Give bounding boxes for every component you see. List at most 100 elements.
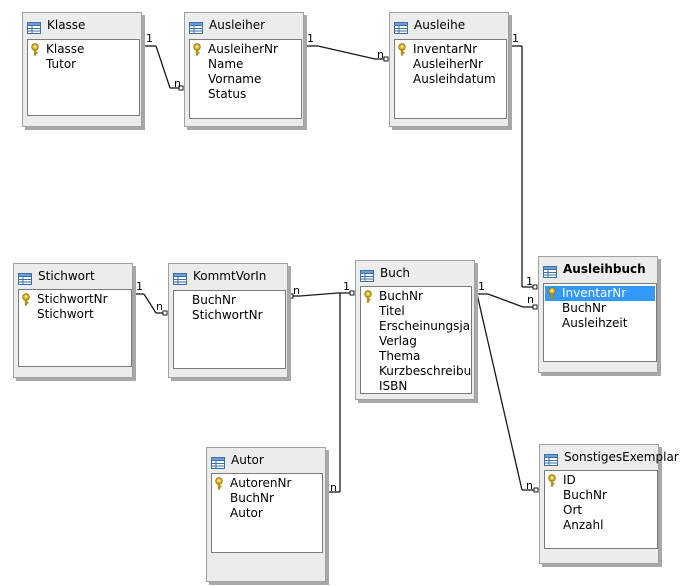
field-stichwort[interactable]: Stichwort — [19, 307, 131, 322]
field-name: BuchNr — [563, 488, 607, 502]
field-stichwortnr[interactable]: StichwortNr — [19, 292, 131, 307]
cardinality-label: 1 — [512, 32, 519, 45]
relation-line-2[interactable] — [304, 45, 389, 62]
cardinality-label: 1 — [146, 32, 153, 45]
primary-key-icon — [21, 293, 31, 306]
cardinality-label: n — [330, 481, 337, 494]
table-icon — [543, 263, 557, 278]
field-verlag[interactable]: Verlag — [361, 334, 471, 349]
relation-line-7[interactable] — [475, 293, 538, 310]
field-ausleihdatum[interactable]: Ausleihdatum — [395, 72, 506, 87]
table-title: Ausleihbuch — [563, 262, 646, 276]
field-name: Thema — [379, 349, 421, 363]
field-autor[interactable]: Autor — [212, 506, 322, 521]
table-icon — [18, 270, 32, 285]
field-buchnr[interactable]: BuchNr — [361, 289, 471, 304]
table-header[interactable]: Buch — [360, 263, 472, 283]
table-header[interactable]: KommtVorIn — [173, 266, 285, 286]
field-buchnr[interactable]: BuchNr — [174, 293, 285, 308]
field-inventarnr[interactable]: InventarNr — [395, 42, 506, 57]
table-title: Stichwort — [38, 269, 95, 283]
field-name: AusleiherNr — [413, 57, 483, 71]
primary-key-icon — [30, 43, 40, 56]
field-ausleihernr[interactable]: AusleiherNr — [190, 42, 301, 57]
field-status[interactable]: Status — [190, 87, 301, 102]
field-name: BuchNr — [562, 301, 606, 315]
table-icon — [394, 19, 408, 34]
field-ausleihernr[interactable]: AusleiherNr — [395, 57, 506, 72]
field-list[interactable]: BuchNrTitelErscheinungsjahrVerlagThemaKu… — [360, 286, 472, 394]
field-ausleihzeit[interactable]: Ausleihzeit — [544, 316, 656, 331]
field-name: Titel — [379, 304, 405, 318]
field-erscheinungsjahr[interactable]: Erscheinungsjahr — [361, 319, 471, 334]
cardinality-label: n — [174, 77, 181, 90]
field-name: BuchNr — [192, 293, 236, 307]
field-kurzbeschreibung[interactable]: Kurzbeschreibung — [361, 364, 471, 379]
field-buchnr[interactable]: BuchNr — [212, 491, 322, 506]
relation-line-5[interactable] — [288, 290, 355, 299]
cardinality-label: n — [377, 48, 384, 61]
table-title: Autor — [231, 453, 264, 467]
table-title: Klasse — [47, 18, 86, 32]
field-thema[interactable]: Thema — [361, 349, 471, 364]
field-titel[interactable]: Titel — [361, 304, 471, 319]
field-name: AutorenNr — [230, 476, 292, 490]
field-name[interactable]: Name — [190, 57, 301, 72]
field-tutor[interactable]: Tutor — [28, 57, 139, 72]
cardinality-label: n — [526, 479, 533, 492]
field-inventarnr[interactable]: InventarNr — [545, 286, 655, 301]
field-anzahl[interactable]: Anzahl — [545, 518, 657, 533]
table-header[interactable]: Autor — [211, 450, 323, 470]
field-name: BuchNr — [379, 289, 423, 303]
field-ort[interactable]: Ort — [545, 503, 657, 518]
field-klasse[interactable]: Klasse — [28, 42, 139, 57]
field-id[interactable]: ID — [545, 473, 657, 488]
field-autorennr[interactable]: AutorenNr — [212, 476, 322, 491]
relation-line-6[interactable] — [323, 293, 341, 495]
table-header[interactable]: Ausleihbuch — [543, 259, 655, 279]
table-header[interactable]: Stichwort — [18, 266, 130, 286]
relation-line-4[interactable] — [133, 293, 168, 316]
field-buchnr[interactable]: BuchNr — [545, 488, 657, 503]
table-header[interactable]: SonstigesExemplar — [544, 447, 679, 467]
table-icon — [211, 454, 225, 469]
cardinality-label: 1 — [343, 280, 350, 293]
field-name: Status — [208, 87, 247, 101]
table-header[interactable]: Ausleiher — [189, 15, 301, 35]
table-title: KommtVorIn — [193, 269, 267, 283]
field-stichwortnr[interactable]: StichwortNr — [174, 308, 285, 323]
primary-key-icon — [363, 290, 373, 303]
table-icon — [189, 19, 203, 34]
field-isbn[interactable]: ISBN — [361, 379, 471, 393]
table-icon — [544, 451, 558, 466]
field-buchnr[interactable]: BuchNr — [544, 301, 656, 316]
field-name: InventarNr — [413, 42, 478, 56]
field-name: Tutor — [46, 57, 77, 71]
relation-line-1[interactable] — [142, 45, 184, 91]
cardinality-label: 1 — [136, 280, 143, 293]
table-header[interactable]: Ausleihe — [394, 15, 506, 35]
field-name: Erscheinungsjahr — [379, 319, 471, 333]
field-vorname[interactable]: Vorname — [190, 72, 301, 87]
table-header[interactable]: Klasse — [27, 15, 139, 35]
primary-key-icon — [192, 43, 202, 56]
table-buch[interactable]: BuchBuchNrTitelErscheinungsjahrVerlagThe… — [355, 260, 475, 400]
relation-line-8[interactable] — [476, 293, 539, 493]
relation-line-3[interactable] — [509, 45, 538, 290]
